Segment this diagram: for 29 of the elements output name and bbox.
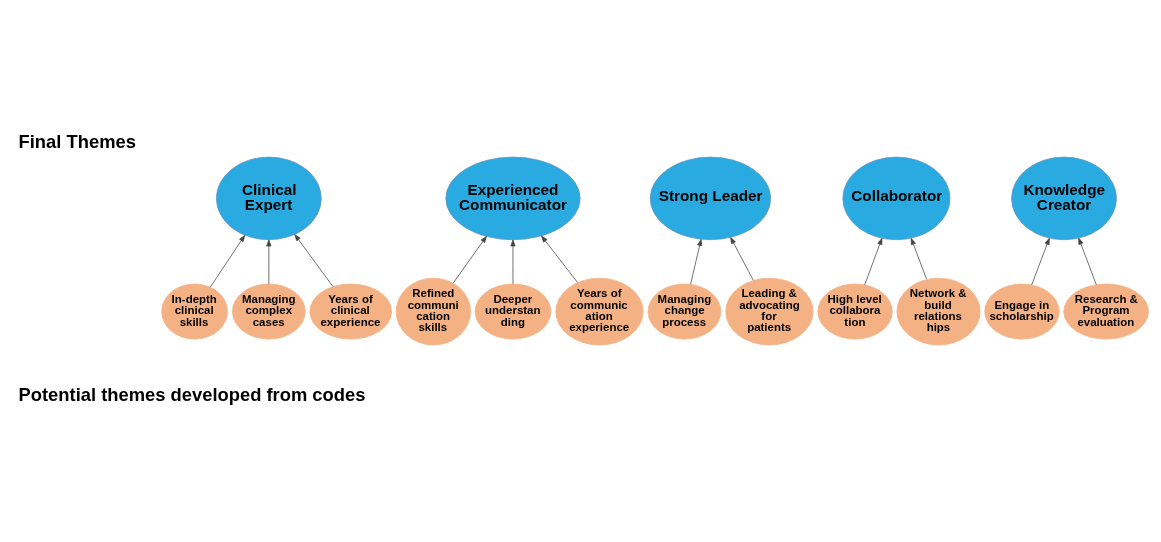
arrow [541, 235, 578, 283]
arrow [266, 239, 272, 285]
caption: Potential themes developed from codes [18, 384, 366, 406]
arrow [209, 234, 246, 288]
arrow [1078, 237, 1097, 285]
node-ellipse: Deeper understan ding [474, 283, 552, 340]
arrow [452, 236, 487, 284]
arrow [730, 237, 754, 281]
arrow [294, 234, 334, 287]
node-ellipse: Leading & advocating for patients [725, 277, 814, 346]
node-ellipse: Strong Leader [649, 156, 772, 241]
arrow [910, 237, 927, 280]
node-ellipse: Managing complex cases [232, 283, 306, 340]
arrow [1031, 237, 1050, 286]
node-ellipse: Refined communi cation skills [395, 277, 471, 346]
node-ellipse: Years of communic ation experience [555, 277, 644, 346]
arrow [510, 239, 516, 285]
node-ellipse: Managing change process [647, 283, 722, 340]
arrow [864, 237, 883, 286]
node-ellipse: High level collabora tion [817, 283, 893, 340]
node-ellipse: Network & build relations hips [896, 277, 981, 346]
arrow [690, 239, 703, 285]
node-ellipse: In-depth clinical skills [161, 283, 228, 340]
node-ellipse: Knowledge Creator [1011, 156, 1117, 241]
node-ellipse: Years of clinical experience [309, 283, 392, 340]
node-ellipse: Engage in scholarship [984, 283, 1060, 340]
node-ellipse: Research & Program evaluation [1063, 283, 1149, 340]
node-ellipse: Collaborator [842, 156, 951, 241]
diagram-title: Final Themes [18, 131, 136, 153]
